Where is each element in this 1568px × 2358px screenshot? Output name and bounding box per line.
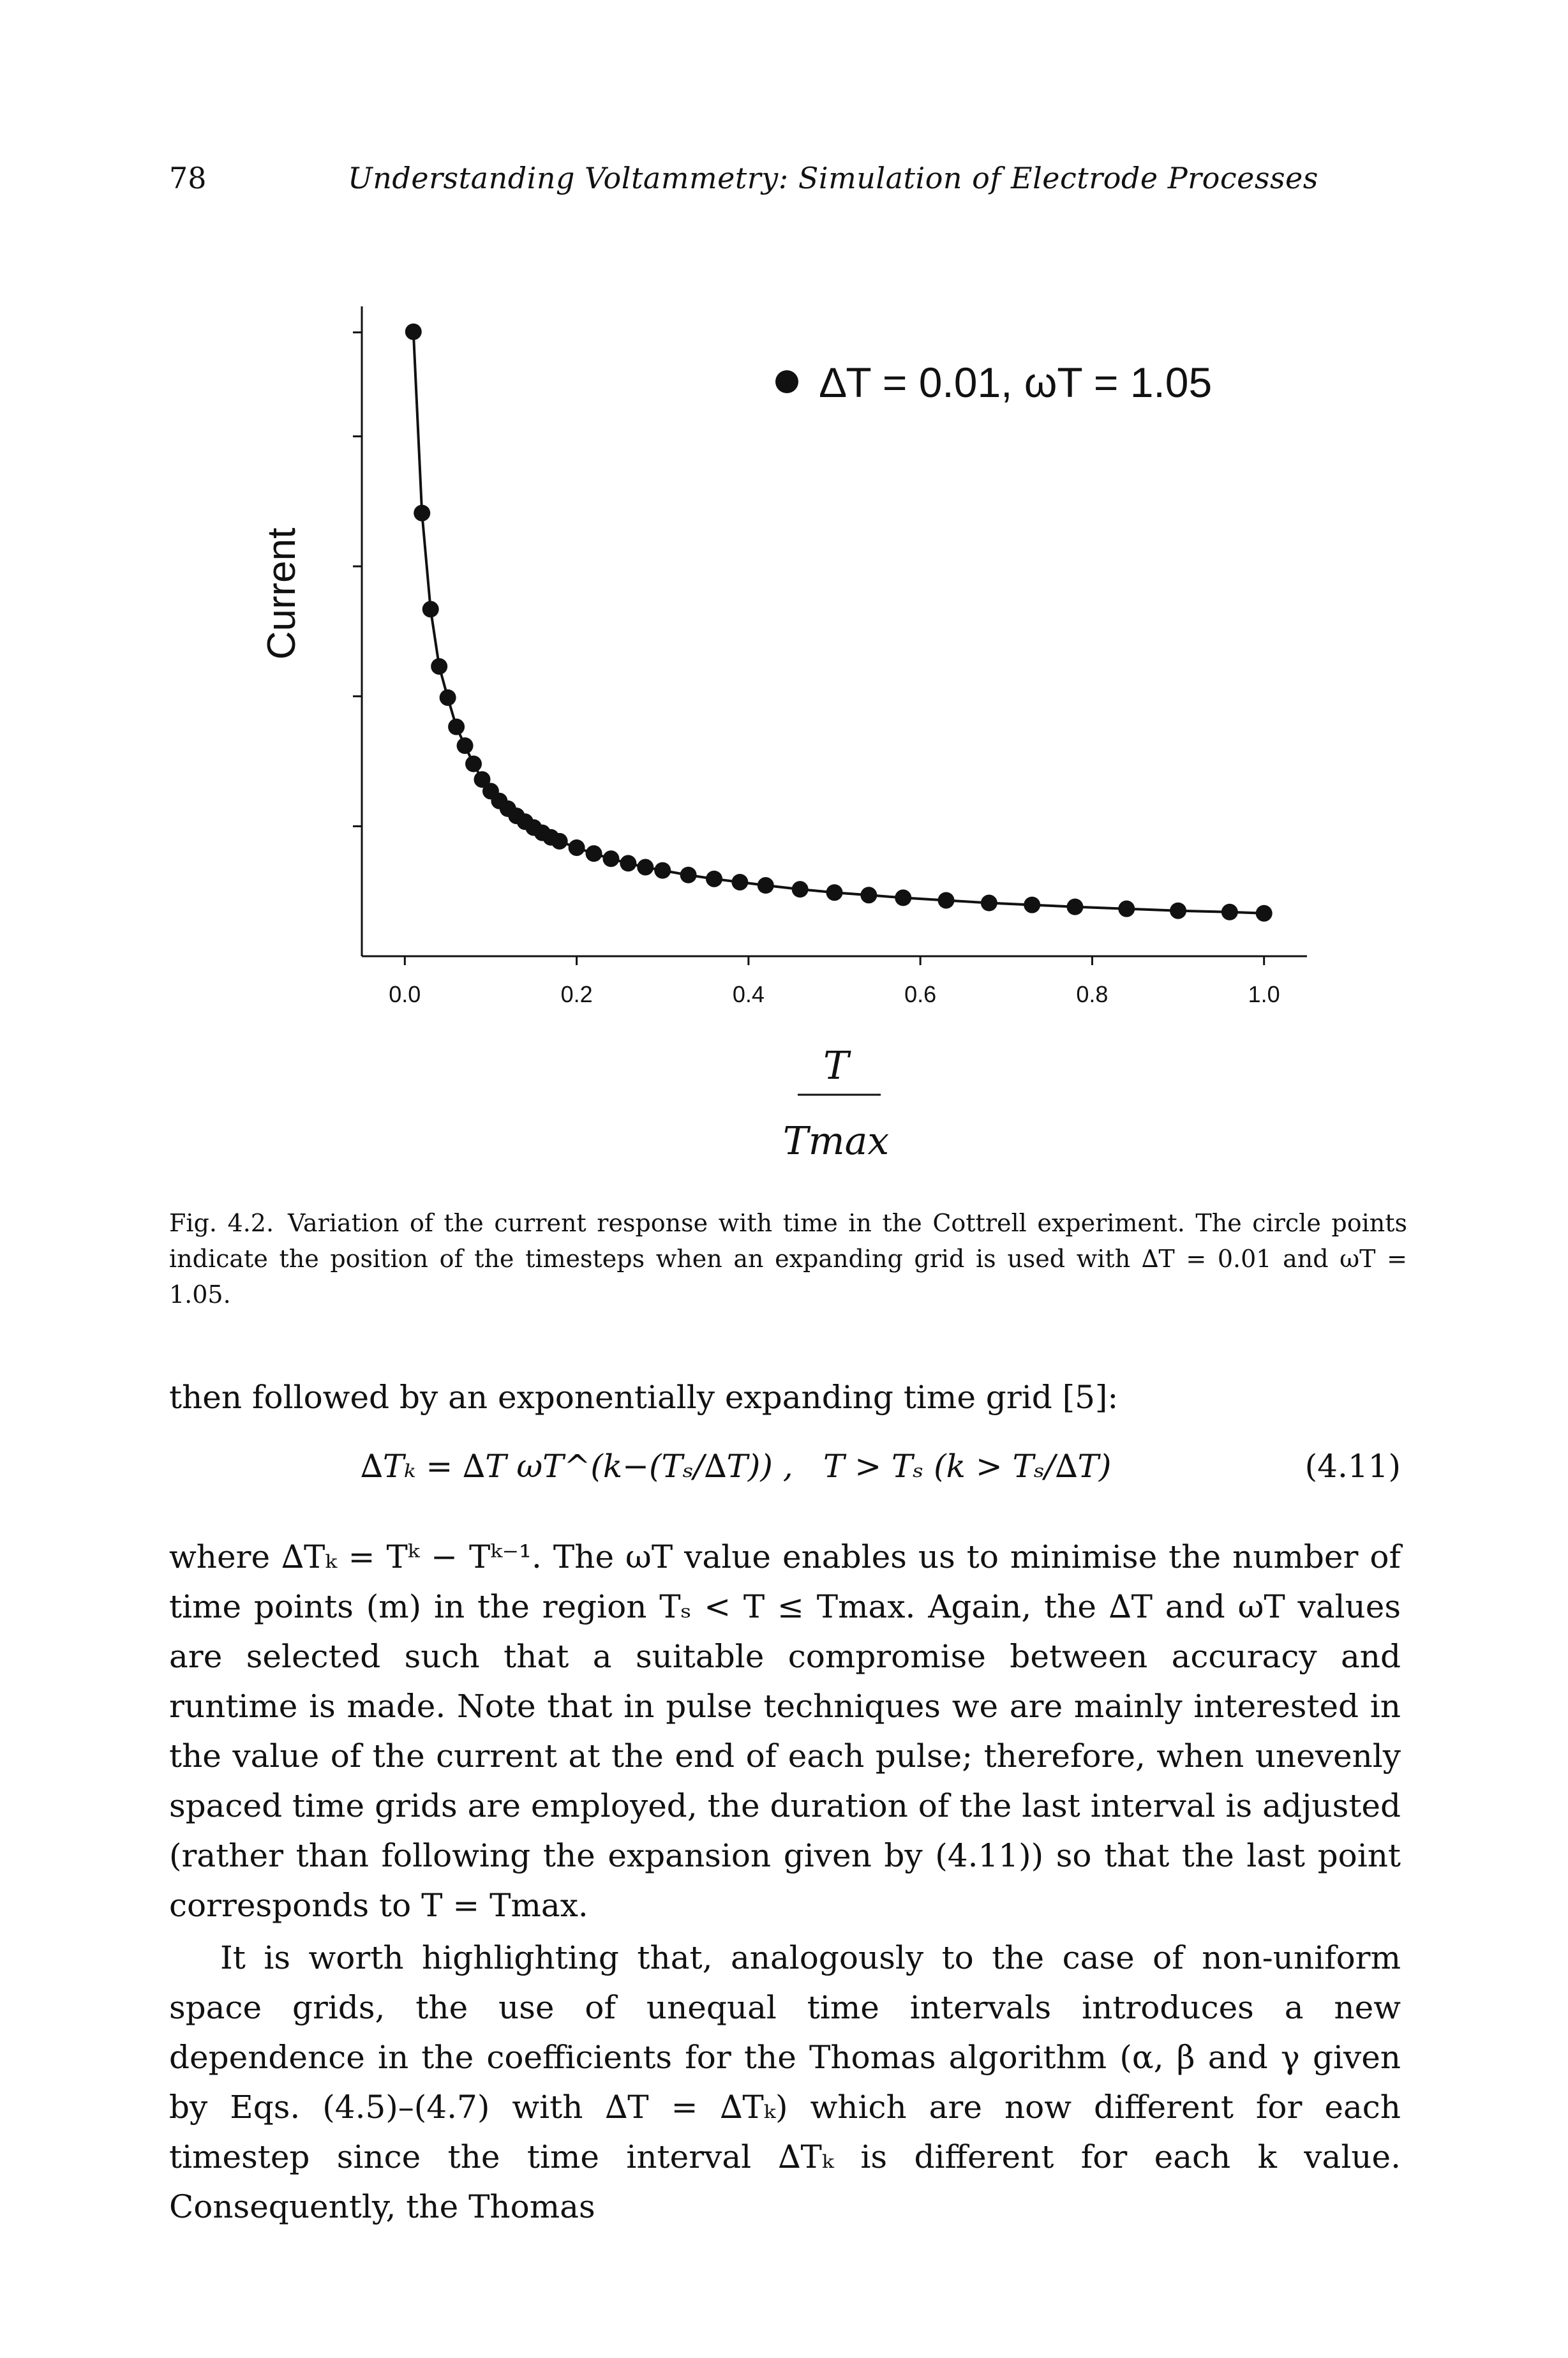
data-point-2 — [422, 601, 439, 618]
equation-4-11: ∆Tₖ = ∆T ωT^(k−(Tₛ/∆T)) , T > Tₛ (k > Tₛ… — [169, 1448, 1401, 1505]
x-axis-label-numerator: T — [823, 1044, 851, 1088]
data-point-29 — [826, 884, 843, 901]
data-point-27 — [757, 877, 774, 894]
data-point-18 — [568, 839, 585, 856]
body-paragraph-3: It is worth highlighting that, analogous… — [169, 1939, 1401, 2225]
x-tick-label-2: 0.4 — [733, 981, 765, 1007]
data-point-28 — [791, 881, 809, 898]
data-point-6 — [456, 737, 474, 755]
data-point-30 — [860, 887, 877, 904]
x-axis-label-denominator: Tmax — [783, 1119, 890, 1164]
data-point-37 — [1170, 902, 1187, 919]
data-point-31 — [895, 889, 912, 906]
x-tick-label-3: 0.6 — [904, 981, 936, 1007]
equation-lhs: ∆Tₖ = ∆T ωT^(k−(Tₛ/∆T)) , — [361, 1448, 793, 1485]
data-point-38 — [1221, 903, 1238, 920]
series-line — [412, 331, 1264, 915]
figure-caption: Fig. 4.2.Variation of the current respon… — [169, 1205, 1407, 1312]
body-paragraph-1: then followed by an exponentially expand… — [169, 1379, 1119, 1416]
data-point-8 — [474, 771, 491, 788]
data-point-32 — [937, 892, 955, 909]
data-point-23 — [654, 862, 671, 879]
data-point-26 — [731, 873, 749, 890]
data-point-24 — [680, 866, 697, 883]
data-point-25 — [706, 870, 723, 887]
data-point-0 — [405, 323, 422, 340]
data-point-7 — [465, 755, 482, 772]
page-number: 78 — [169, 161, 207, 195]
running-head: Understanding Voltammetry: Simulation of… — [348, 161, 1318, 195]
x-ticks — [403, 956, 1266, 965]
x-tick-labels: 0.0 0.2 0.4 0.6 0.8 1.0 — [389, 981, 1280, 1007]
body-paragraph-2: where ∆Tₖ = Tᵏ − Tᵏ⁻¹. The ωT value enab… — [169, 1538, 1401, 1924]
equation-condition: T > Tₛ (k > Tₛ/∆T) — [823, 1448, 1112, 1485]
chart-axes — [361, 306, 1307, 957]
series-points-group — [405, 323, 1273, 922]
figure-caption-label: Fig. 4.2. — [169, 1209, 274, 1237]
data-point-19 — [585, 845, 602, 862]
data-point-5 — [448, 718, 465, 735]
data-point-36 — [1118, 900, 1135, 917]
legend-marker — [775, 370, 798, 393]
figure-caption-text: Variation of the current response with t… — [169, 1209, 1408, 1309]
data-point-21 — [620, 855, 637, 872]
series-line-group — [412, 331, 1264, 915]
x-tick-label-4: 0.8 — [1076, 981, 1108, 1007]
data-point-22 — [637, 859, 654, 876]
data-point-1 — [414, 504, 431, 522]
data-point-34 — [1024, 896, 1041, 913]
x-tick-label-5: 1.0 — [1248, 981, 1280, 1007]
legend-text: ∆T = 0.01, ωT = 1.05 — [820, 359, 1212, 406]
equation-number: (4.11) — [1304, 1448, 1401, 1485]
data-point-17 — [551, 832, 568, 850]
data-point-20 — [602, 850, 620, 867]
y-axis-label: Current — [260, 528, 304, 660]
data-point-35 — [1066, 898, 1084, 915]
data-point-33 — [980, 894, 997, 912]
x-tick-label-1: 0.2 — [561, 981, 593, 1007]
x-tick-label-0: 0.0 — [389, 981, 421, 1007]
data-point-3 — [431, 657, 448, 675]
data-point-39 — [1255, 905, 1273, 922]
data-point-4 — [439, 689, 456, 706]
y-ticks — [353, 331, 362, 827]
